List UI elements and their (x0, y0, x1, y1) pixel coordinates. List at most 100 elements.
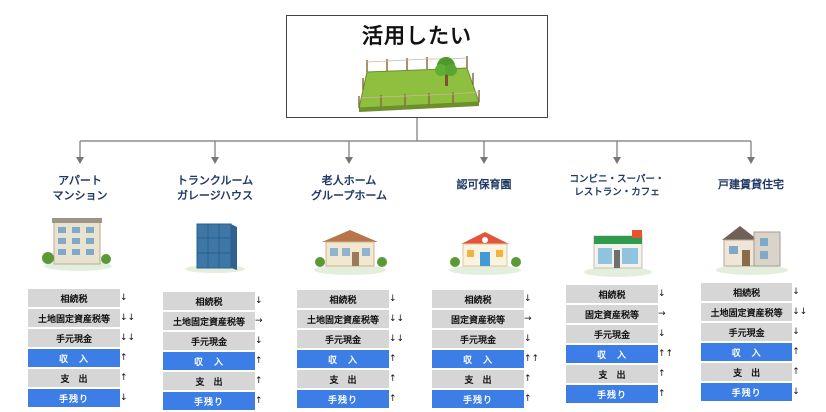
row-arrow: ↓ (524, 329, 558, 350)
row-label: 手残り (297, 389, 389, 410)
table-row: 相続税↓ (28, 289, 154, 309)
category-label-nursery: 認可保育園 (456, 178, 512, 191)
row-label: 収 入 (163, 351, 255, 372)
row-label: 相続税 (432, 290, 524, 310)
row-label: 支 出 (28, 368, 120, 389)
row-arrow: → (658, 304, 692, 325)
row-label: 手元現金 (701, 322, 793, 343)
row-label: 固定資産税等 (432, 309, 524, 330)
table-row: 土地固定資産税等↓↓ (297, 309, 423, 330)
row-label: 収 入 (701, 342, 793, 363)
table-row: 固定資産税等→ (432, 309, 558, 330)
row-arrow: ↓↓ (389, 329, 423, 350)
table-row: 支 出↑ (701, 362, 826, 383)
row-arrow: ↓↓ (792, 302, 826, 323)
table-row: 手元現金↓ (566, 324, 692, 345)
impact-table-apartment: 相続税↓ 土地固定資産税等↓↓ 手元現金↓↓ 収 入↑ 支 出↑ 手残り↓ (28, 289, 154, 409)
row-arrow: ↑ (120, 368, 154, 389)
row-label: 支 出 (566, 364, 658, 385)
row-arrow: → (524, 309, 558, 330)
table-row: 相続税↓ (297, 290, 423, 310)
row-arrow: ↑ (389, 349, 423, 370)
row-arrow: ↓↓ (120, 308, 154, 329)
row-arrow: ↓ (120, 388, 154, 409)
row-label: 手元現金 (28, 328, 120, 349)
row-label: 相続税 (163, 292, 255, 312)
storage-container-icon (185, 223, 245, 273)
row-arrow: ↑ (255, 391, 289, 412)
table-row: 支 出↑ (566, 364, 692, 385)
row-arrow: ↓ (389, 290, 423, 310)
impact-table-nursery: 相続税↓ 固定資産税等→ 手元現金↓ 収 入↑↑ 支 出↑ 手残り↑ (432, 290, 558, 410)
table-row: 手残り↑ (297, 389, 423, 410)
row-arrow: ↑ (255, 371, 289, 392)
row-arrow: ↓ (792, 283, 826, 303)
row-label: 収 入 (28, 348, 120, 369)
row-arrow: ↓ (255, 331, 289, 352)
row-arrow: ↑ (389, 389, 423, 410)
impact-table-trunk-room: 相続税↓ 土地固定資産税等→ 手元現金↓ 収 入↑ 支 出↑ 手残り↑ (163, 292, 289, 412)
row-arrow: ↓ (255, 292, 289, 312)
row-label: 土地固定資産税等 (297, 309, 389, 330)
row-label: 手元現金 (432, 329, 524, 350)
row-label: 土地固定資産税等 (701, 302, 793, 323)
row-arrow: ↑ (255, 351, 289, 372)
table-row: 手元現金↓↓ (297, 329, 423, 350)
row-label: 支 出 (701, 362, 793, 383)
impact-table-convenience-store: 相続税↓ 固定資産税等→ 手元現金↓ 収 入↑↑ 支 出↑ 手残り↑ (566, 285, 692, 405)
table-row: 支 出↑ (297, 369, 423, 390)
table-row: 収 入↑ (297, 349, 423, 370)
table-row: 相続税↓ (432, 290, 558, 310)
table-row: 相続税↓ (701, 283, 826, 303)
row-label: 収 入 (432, 349, 524, 370)
row-label: 収 入 (566, 344, 658, 365)
row-label: 手元現金 (566, 324, 658, 345)
nursery-school-icon (449, 232, 521, 275)
table-row: 手元現金↓ (163, 331, 289, 352)
row-label: 土地固定資産税等 (28, 308, 120, 329)
table-row: 土地固定資産税等↓↓ (701, 302, 826, 323)
nursing-home-icon (314, 230, 387, 275)
table-row: 収 入↑↑ (566, 344, 692, 365)
table-row: 収 入↑ (28, 348, 154, 369)
table-row: 手残り↑ (432, 389, 558, 410)
root-node: 活用したい (286, 15, 548, 118)
row-label: 手残り (432, 389, 524, 410)
row-label: 支 出 (163, 371, 255, 392)
row-arrow: ↓ (792, 382, 826, 403)
row-arrow: ↑ (524, 389, 558, 410)
row-label: 手残り (701, 382, 793, 403)
table-row: 相続税↓ (163, 292, 289, 312)
row-label: 固定資産税等 (566, 304, 658, 325)
table-row: 固定資産税等→ (566, 304, 692, 325)
root-title: 活用したい (362, 24, 472, 48)
category-label-nursing-home: 老人ホーム グループホーム (310, 174, 387, 202)
apartment-building-icon (42, 218, 112, 271)
detached-house-icon (716, 226, 788, 275)
table-row: 土地固定資産税等↓↓ (28, 308, 154, 329)
row-label: 相続税 (297, 290, 389, 310)
row-arrow: ↑ (120, 348, 154, 369)
row-arrow: ↑ (389, 369, 423, 390)
row-arrow: ↓ (658, 285, 692, 305)
impact-table-nursing-home: 相続税↓ 土地固定資産税等↓↓ 手元現金↓↓ 収 入↑ 支 出↑ 手残り↑ (297, 290, 423, 410)
row-label: 手残り (163, 391, 255, 412)
row-label: 相続税 (28, 289, 120, 309)
table-row: 土地固定資産税等→ (163, 311, 289, 332)
table-row: 手残り↓ (701, 382, 826, 403)
category-label-trunk-room: トランクルーム ガレージハウス (176, 174, 254, 202)
row-label: 相続税 (566, 285, 658, 305)
category-label-convenience-store: コンビニ・スーパー・ レストラン・カフェ (569, 174, 665, 198)
row-arrow: ↓ (524, 290, 558, 310)
row-arrow: ↑ (792, 362, 826, 383)
row-arrow: ↓ (792, 322, 826, 343)
category-label-rental-house: 戸建賃貸住宅 (718, 178, 784, 191)
row-arrow: ↑ (524, 369, 558, 390)
table-row: 手残り↑ (163, 391, 289, 412)
table-row: 手元現金↓ (432, 329, 558, 350)
row-arrow: ↑ (658, 384, 692, 405)
row-arrow: ↑ (658, 364, 692, 385)
impact-table-rental-house: 相続税↓ 土地固定資産税等↓↓ 手元現金↓ 収 入↑ 支 出↑ 手残り↓ (701, 283, 826, 403)
row-arrow: ↑↑ (658, 344, 692, 365)
